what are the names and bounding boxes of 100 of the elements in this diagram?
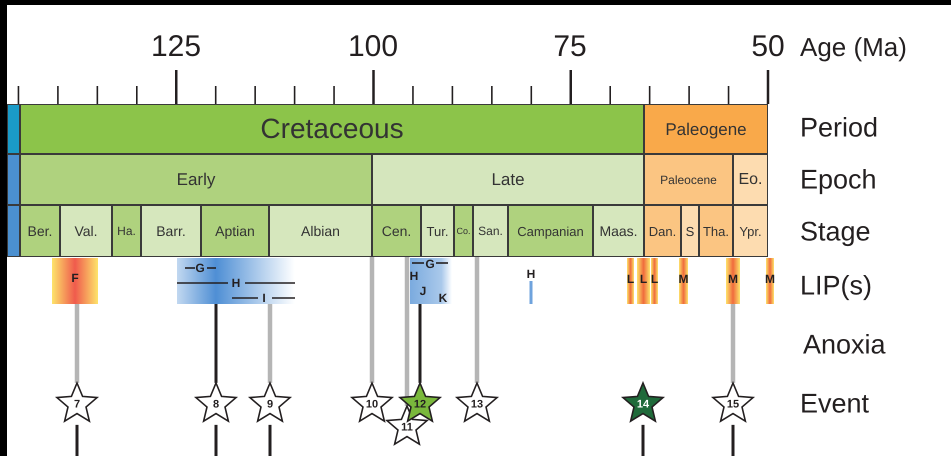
band-label: Tha. [702, 224, 729, 238]
row-label: Event [800, 390, 870, 418]
band-label: Ber. [28, 224, 52, 238]
event-star [351, 382, 393, 422]
stage-band [7, 205, 20, 257]
event-number: 9 [266, 399, 274, 410]
stage-band [201, 205, 269, 257]
connector-line [370, 257, 374, 383]
event-number: 8 [212, 399, 220, 410]
stage-band [644, 205, 681, 257]
stage-band [112, 205, 141, 257]
stage-band [421, 205, 454, 257]
lip-range-bar [410, 258, 452, 304]
stage-band [269, 205, 372, 257]
lip-letter: M [678, 273, 688, 285]
event-number: 15 [726, 399, 740, 410]
stage-band [473, 205, 508, 257]
connector-line [474, 257, 480, 383]
lip-letter: H [526, 268, 536, 280]
connector-line [214, 304, 218, 383]
lip-letter: L [650, 273, 658, 285]
stage-band [372, 205, 421, 257]
axis-tick-label: 75 [553, 32, 587, 62]
row-label: Stage [800, 218, 871, 246]
stage-band [733, 205, 768, 257]
epoch-band [7, 154, 20, 205]
lip-letter: K [438, 292, 448, 304]
stage-band [593, 205, 644, 257]
lip-letter: I [262, 292, 266, 304]
lip-letter: F [71, 272, 79, 284]
band-label: San. [478, 225, 503, 237]
lip-letter: L [640, 273, 648, 285]
band-label: Aptian [215, 224, 255, 238]
band-label: Val. [74, 224, 98, 238]
band-label: Early [176, 171, 216, 188]
band-label: S [686, 224, 694, 238]
event-number: 12 [414, 399, 426, 410]
lip-letter: H [232, 277, 240, 289]
band-label: Ypr. [739, 224, 762, 238]
lip-letter: L [626, 273, 634, 285]
lip-range-bar [627, 258, 634, 304]
period-band [20, 104, 644, 154]
stage-band [681, 205, 699, 257]
stage-band [454, 205, 473, 257]
event-star [622, 382, 664, 422]
stage-band [20, 205, 60, 257]
band-label: Tur. [426, 224, 448, 238]
stage-band [60, 205, 112, 257]
band-label: Eo. [738, 172, 762, 188]
lip-letter: H [410, 270, 418, 282]
event-star [456, 382, 498, 422]
connector-line [418, 304, 422, 383]
row-label: Anoxia [803, 332, 886, 358]
axis-tick-label: 100 [348, 32, 398, 62]
band-label: Cretaceous [260, 115, 404, 143]
connector-line [404, 257, 410, 406]
axis-tick-label: 125 [150, 32, 202, 62]
band-label: Barr. [156, 224, 186, 238]
connector-line [730, 304, 736, 383]
epoch-band [372, 154, 644, 205]
band-label: Campanian [517, 224, 584, 238]
epoch-band [644, 154, 733, 205]
connector-line [268, 304, 272, 383]
event-star [56, 382, 98, 422]
band-label: Ha. [117, 225, 136, 237]
band-label: Paleogene [665, 120, 747, 138]
event-star [249, 382, 291, 422]
stage-band [699, 205, 733, 257]
event-star [712, 382, 754, 422]
event-star [195, 382, 237, 422]
epoch-band [733, 154, 768, 205]
row-label: Period [800, 114, 878, 142]
period-band [644, 104, 768, 154]
stage-band [141, 205, 201, 257]
lip-range-bar [651, 258, 658, 304]
epoch-band [20, 154, 372, 205]
event-number: 11 [401, 422, 413, 434]
band-label: Co. [456, 226, 470, 236]
lip-letter: J [420, 285, 426, 297]
band-label: Maas. [599, 224, 638, 238]
lip-range-bar [679, 258, 688, 304]
band-label: Dan. [648, 224, 676, 238]
row-label: LIP(s) [800, 272, 872, 300]
lip-range-bar [637, 258, 650, 304]
band-label: Cen. [382, 224, 412, 238]
band-label: Paleocene [660, 174, 717, 186]
lip-letter: G [195, 262, 205, 274]
event-number: 7 [74, 399, 80, 410]
event-number: 10 [366, 399, 378, 410]
stage-band [508, 205, 593, 257]
lip-range-bar [726, 258, 740, 304]
lip-range-bar [177, 258, 295, 304]
band-label: Albian [301, 224, 340, 238]
lip-letter: M [728, 273, 738, 285]
event-number: 13 [470, 399, 484, 410]
row-label: Epoch [800, 166, 877, 194]
event-star [399, 382, 441, 422]
axis-tick-label: 50 [751, 32, 785, 62]
lip-letter: G [425, 258, 435, 270]
row-label: Age (Ma) [800, 34, 907, 60]
